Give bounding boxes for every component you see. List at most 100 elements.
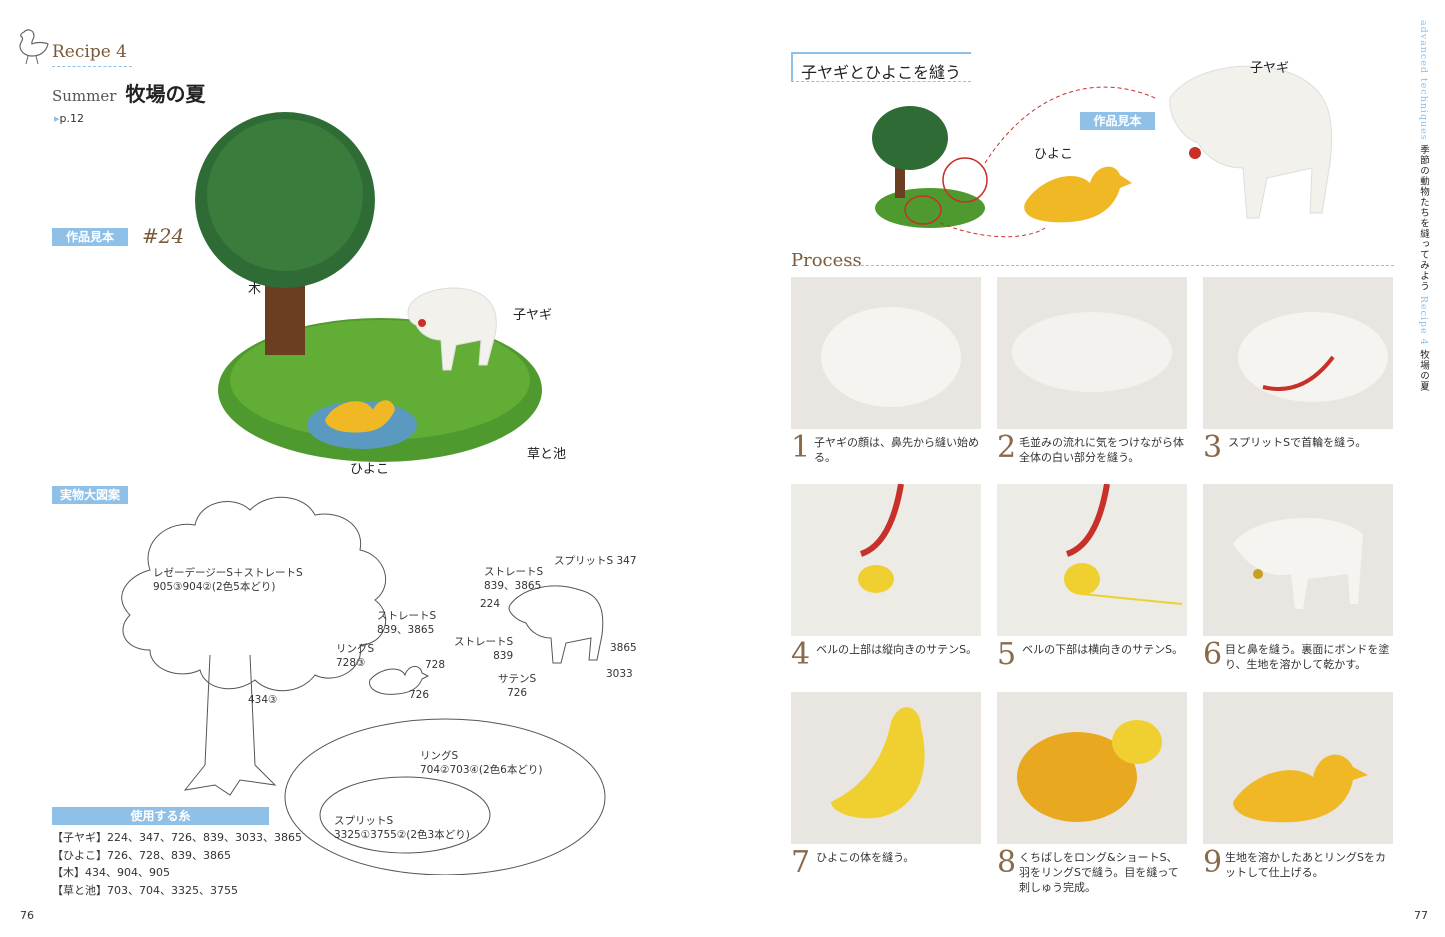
note-chick-wing: 726 [409,689,430,701]
tree-trunk-outline [183,654,277,796]
note-line: 839、3865 [377,624,435,636]
note-trunk: 434③ [248,694,278,706]
thread-list: 【子ヤギ】224、347、726、839、3033、3865 【ひよこ】726、… [52,829,302,899]
note-goat-hoof: 3033 [606,668,633,680]
side-jp: 季節の動物たちを縫ってみよう [1418,144,1429,292]
recipe-label: Recipe 4 [52,42,127,62]
sample-badge: 作品見本 [52,228,128,246]
note-line: 704②703④(2色6本どり) [420,764,543,776]
note-goat-body: 3865 [610,642,637,654]
note-line: レゼーデージーS＋ストレートS [153,567,303,579]
label-tree: 木 [248,282,262,297]
note-line: 726 [507,687,528,699]
overview-label-chick: ひよこ [1034,147,1074,162]
season-label: Summer [52,87,117,105]
note-goat-ear: 224 [480,598,501,610]
step-number: 6 [1203,637,1223,672]
thread-item: 【木】434、904、905 [52,866,170,879]
side-recipe: Recipe 4 [1418,295,1429,346]
section-heading-text: 子ヤギとひよこを縫う [801,63,962,82]
step-photo [997,277,1187,429]
note-goat-collar: スプリットS 347 [554,555,637,567]
step-text: 目と鼻を縫う。裏面にボンドを塗り、生地を溶かして乾かす。 [1225,643,1390,671]
chick [325,400,395,433]
note-line: スプリットS [334,815,394,827]
step-text: ベルの下部は横向きのサテンS。 [1022,643,1184,656]
mini-diorama-grass [875,188,985,228]
grass-outline [284,718,606,875]
tree-crown-outline [121,496,387,692]
thread-item: 【ひよこ】726、728、839、3865 [52,848,231,862]
overview-label-goat: 子ヤギ [1250,61,1290,76]
pattern-badge: 実物大図案 [52,486,128,504]
note-tree-crown: レゼーデージーS＋ストレートS 905③904②(2色5本どり) [153,566,303,594]
note-line: 905③904②(2色5本どり) [153,581,276,593]
label-chick: ひよこ [350,462,390,477]
chick-outline [369,666,430,695]
sample-number: #24 [142,224,185,248]
note-line: リングS [336,643,375,655]
step-photo [791,692,981,844]
section-heading: 子ヤギとひよこを縫う [791,52,971,82]
process-heading: Process [791,250,1394,274]
thread-item: 【子ヤギ】224、347、726、839、3033、3865 [52,831,302,844]
note-line: ストレートS [377,610,437,622]
step-text: 子ヤギの顔は、鼻先から縫い始める。 [814,436,980,464]
title-text: 牧場の夏 [125,82,206,106]
pond-outline [319,776,491,854]
side-running-head: advanced techniques 季節の動物たちを縫ってみよう Recip… [1416,20,1430,392]
step-photo [791,484,981,636]
recipe-header: Recipe 4 [14,26,132,70]
note-chick-body: リングS 728③ [336,642,374,670]
note-line: ストレートS [484,566,544,578]
label-grass-pond: 草と池 [527,447,567,462]
overview-illustration [872,65,1333,238]
step-number: 4 [791,637,811,672]
step-photo [1203,277,1393,429]
step-text: 毛並みの流れに気をつけながら体全体の白い部分を縫う。 [1019,436,1184,464]
step-photo [1203,484,1393,636]
step-photo [997,692,1187,844]
thread-item: 【草と池】703、704、3325、3755 [52,883,238,897]
step-photo [791,277,981,429]
note-line: 839 [493,650,514,662]
note-pond: スプリットS 3325①3755②(2色3本どり) [334,814,470,842]
step-text: ひよこの体を縫う。 [816,851,915,864]
step-photo [997,484,1187,636]
overview-sample-badge: 作品見本 [1080,112,1155,130]
step-number: 3 [1203,430,1223,465]
page-number-left: 76 [20,909,34,922]
goat [407,287,497,371]
note-line: ストレートS [454,636,514,648]
side-en: advanced techniques [1418,20,1429,141]
mini-diorama-tree [872,106,948,170]
goat-highlight-circle [942,157,988,203]
side-title: 牧場の夏 [1418,349,1429,392]
page-title: Summer 牧場の夏 [52,78,206,107]
page-ref-text: p.12 [59,112,85,125]
goat-photo [1169,65,1333,219]
step-text: ベルの上部は縦向きのサテンS。 [816,643,978,656]
note-line: 3325①3755②(2色3本どり) [334,829,470,841]
page-ref-link[interactable]: ▸p.12 [54,112,85,125]
step-photo [1203,692,1393,844]
duck-logo-icon [19,29,49,65]
step-number: 7 [791,845,811,880]
step-number: 8 [997,845,1017,880]
note-goat-nose: ストレートS 839 [454,635,513,663]
note-line: 728③ [336,657,366,669]
note-line: サテンS [498,673,537,685]
step-number: 2 [997,430,1017,465]
note-chick-head: ストレートS 839、3865 [377,609,436,637]
step-text: 生地を溶かしたあとリングSをカットして仕上げる。 [1225,851,1386,879]
finished-embroidery-photo [195,112,542,462]
note-goat-bell: サテンS 726 [498,672,536,700]
